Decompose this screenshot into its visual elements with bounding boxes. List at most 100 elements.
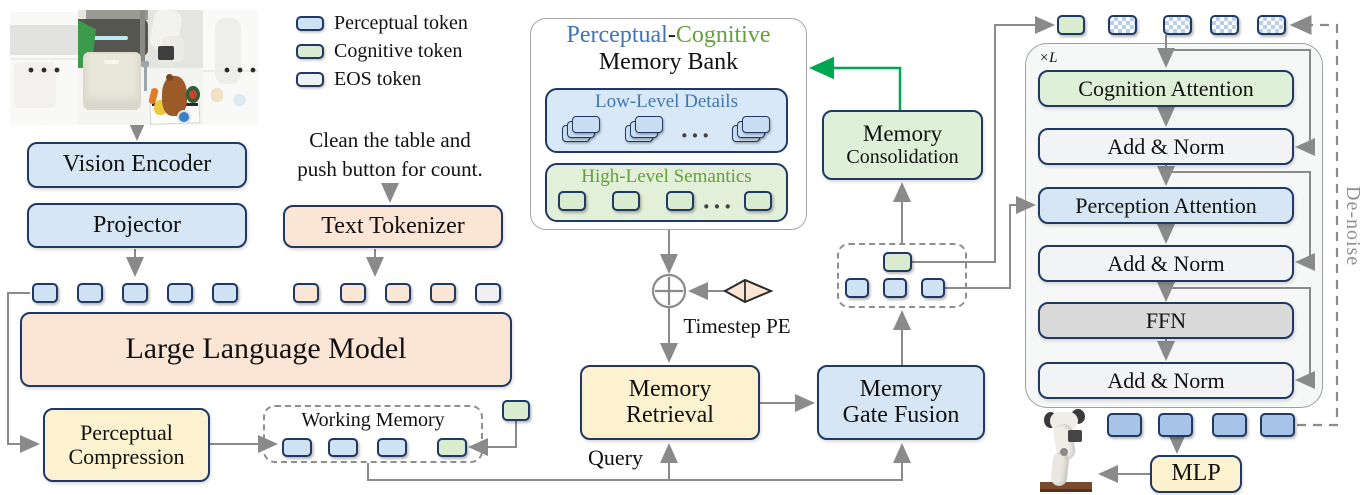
perceptual-token [167,283,193,303]
denoise-label: De-noise [1342,186,1364,267]
wire-cognitive-to-transformer-input [912,16,1055,263]
add-operator-icon [651,273,687,309]
action-token [1212,413,1247,437]
repeat-count-label: ×L [1039,50,1058,66]
future-observation-image [203,10,258,125]
memory-card-stack [732,116,772,144]
noise-token [1210,15,1239,35]
query-label: Query [588,445,643,470]
perceptual-compression-line1: Perceptual [80,420,173,446]
legend-label: Perceptual token [334,11,468,34]
memory-retrieval-line2: Retrieval [626,401,714,428]
text-token [430,283,456,303]
perceptual-token [77,283,103,303]
current-observation-image [78,10,203,125]
instruction-line1: Clean the table and [309,128,471,152]
text-tokenizer-label: Text Tokenizer [321,212,465,239]
memory-consolidation-line2: Consolidation [846,145,959,168]
action-token [1158,413,1193,437]
cognitive-token [744,191,772,211]
legend-item-cognitive: Cognitive token [296,37,468,65]
perception-attention-box: Perception Attention [1038,187,1294,224]
working-memory-box [263,405,483,463]
cognitive-token [1057,15,1085,35]
noise-token [1108,15,1137,35]
cognitive-token [437,438,467,457]
noise-token [1257,15,1286,35]
skip-connection-3 [1166,287,1315,389]
token-legend: Perceptual token Cognitive token EOS tok… [296,9,468,93]
memory-bank-title-perceptual: Perceptual [566,22,668,48]
memory-card-stack [562,116,602,144]
memory-gate-fusion-line1: Memory [859,375,943,402]
memory-gate-fusion-line2: Gate Fusion [842,401,960,428]
perceptual-token [921,278,945,298]
vision-encoder-box: Vision Encoder [27,142,247,188]
perceptual-token-swatch [296,15,324,31]
instruction-line2: push button for count. [297,157,483,181]
perceptual-token [212,283,238,303]
add-norm-box-1: Add & Norm [1038,128,1294,165]
memory-retrieval-box: Memory Retrieval [580,365,760,440]
memory-bank-subtitle: Memory Bank [598,49,739,75]
perceptual-compression-line2: Compression [68,444,185,469]
cognitive-token [883,252,912,272]
memory-gate-fusion-box: Memory Gate Fusion [817,365,985,440]
perceptual-token [282,438,312,457]
projector-label: Projector [93,211,181,238]
denoise-loop-wire [1289,15,1339,427]
ffn-label: FFN [1145,307,1187,333]
action-token [1260,413,1295,437]
memory-retrieval-line1: Memory [628,375,712,402]
add-norm-box-2: Add & Norm [1038,245,1294,282]
past-observation-image [10,12,78,125]
llm-box: Large Language Model [20,312,512,387]
mlp-box: MLP [1150,455,1242,493]
legend-item-perceptual: Perceptual token [296,9,468,37]
cognition-attention-box: Cognition Attention [1038,70,1294,107]
wire-tokens-to-compression [7,292,40,453]
stack-ellipsis: ··· [680,121,713,150]
perceptual-token [883,278,907,298]
text-token [340,283,366,303]
timestep-pe-label: Timestep PE [683,314,791,338]
vision-encoder-label: Vision Encoder [62,151,212,178]
history-ellipsis-right: ··· [222,54,262,87]
cognitive-token-swatch [296,43,324,59]
memory-card-stack [625,116,665,144]
instruction-text: Clean the table and push button for coun… [262,126,518,184]
mlp-label: MLP [1171,460,1221,487]
text-token [385,283,411,303]
skip-connection-1 [1166,49,1315,156]
history-ellipsis-left: ··· [26,54,66,87]
add-norm-label: Add & Norm [1107,367,1225,393]
perceptual-token [377,438,407,457]
perceptual-token [845,278,869,298]
eos-token [475,283,501,303]
memory-bank-title: Perceptual-Cognitive [530,22,807,49]
perceptual-compression-box: Perceptual Compression [43,408,210,482]
legend-label: EOS token [334,67,422,90]
memory-bank-title-cognitive: Cognitive [675,22,771,48]
fused-token-box [837,243,967,308]
add-norm-label: Add & Norm [1107,250,1225,276]
eos-token-swatch [296,71,324,87]
cognitive-token [612,191,640,211]
query-wire [367,443,911,481]
noise-token [1163,15,1192,35]
robot-arm-image [1038,408,1094,495]
high-level-semantics-label: High-Level Semantics [581,166,752,187]
perceptual-token [32,283,58,303]
perceptual-token [122,283,148,303]
legend-item-eos: EOS token [296,65,468,93]
wire-cognitive-token-to-working-memory [468,421,517,456]
legend-label: Cognitive token [334,39,463,62]
low-level-details-label: Low-Level Details [595,91,738,112]
ffn-box: FFN [1038,302,1294,339]
working-memory-title: Working Memory [301,409,445,431]
cognitive-token [666,191,694,211]
wire-perceptual-to-perception-attention [945,196,1036,289]
llm-label: Large Language Model [125,332,407,366]
